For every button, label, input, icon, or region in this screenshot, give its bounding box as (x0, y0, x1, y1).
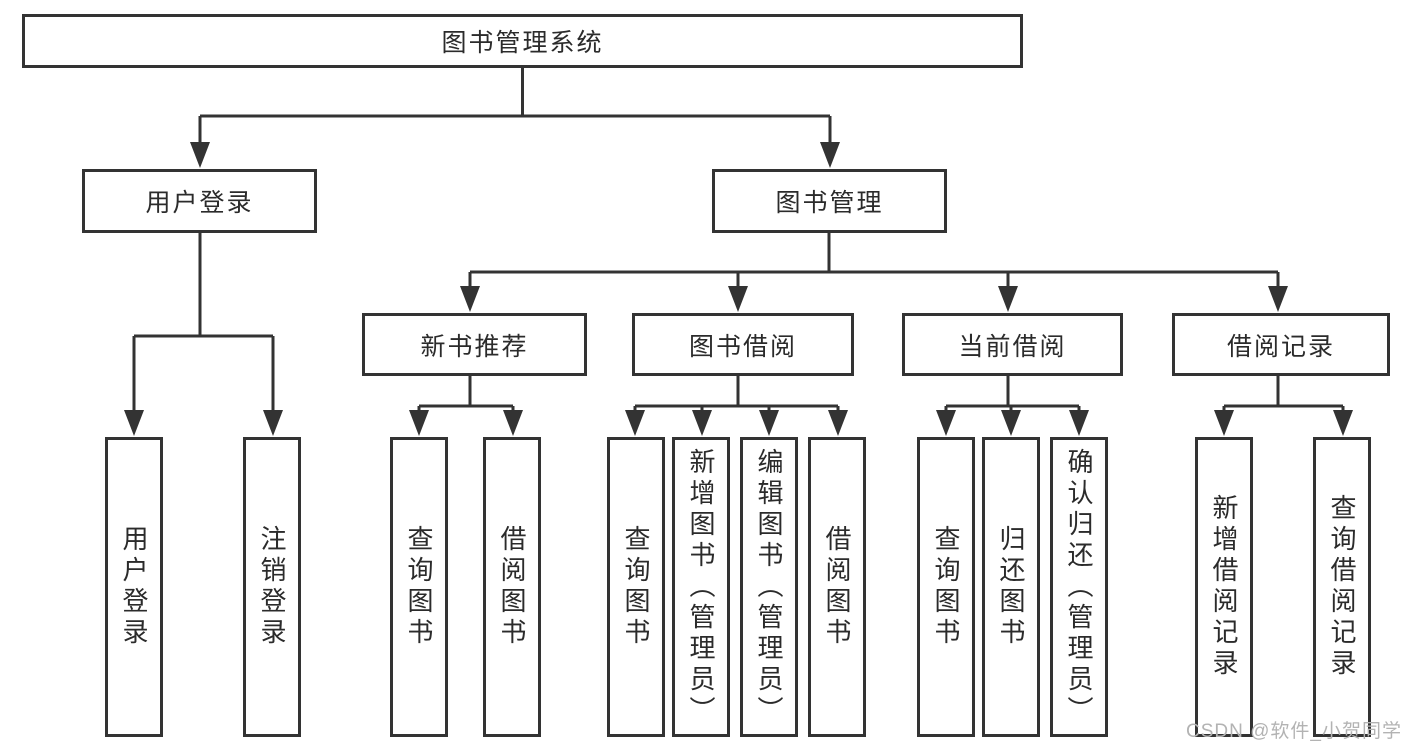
node-library-system: 图书管理系统 (22, 14, 1023, 68)
leaf-label: 查询图书 (404, 525, 434, 649)
node-book-management: 图书管理 (712, 169, 947, 233)
leaf-label: 查询图书 (621, 525, 651, 649)
leaf-label: 借阅图书 (822, 525, 852, 649)
leaf-logout-login: 注销登录 (243, 437, 301, 737)
leaf-query-book-current: 查询图书 (917, 437, 975, 737)
leaf-label: 新增借阅记录 (1209, 494, 1239, 680)
leaf-label: 查询图书 (931, 525, 961, 649)
leaf-query-book-recommend: 查询图书 (390, 437, 448, 737)
leaf-borrow-book-recommend: 借阅图书 (483, 437, 541, 737)
csdn-watermark: CSDN @软件_小贺同学 (1186, 721, 1402, 742)
leaf-edit-book-admin: 编辑图书（管理员） (740, 437, 798, 737)
node-user-login: 用户登录 (82, 169, 317, 233)
leaf-label: 注销登录 (257, 525, 287, 649)
leaf-add-book-admin: 新增图书（管理员） (672, 437, 730, 737)
arrowheads (124, 142, 1353, 436)
leaf-label: 查询借阅记录 (1327, 494, 1357, 680)
leaf-label: 用户登录 (119, 525, 149, 649)
node-new-book-recommend: 新书推荐 (362, 313, 587, 376)
leaf-label: 归还图书 (996, 525, 1026, 649)
node-borrow-records: 借阅记录 (1172, 313, 1390, 376)
leaf-confirm-return-admin: 确认归还（管理员） (1050, 437, 1108, 737)
leaf-return-book: 归还图书 (982, 437, 1040, 737)
leaf-user-login: 用户登录 (105, 437, 163, 737)
leaf-add-borrow-record: 新增借阅记录 (1195, 437, 1253, 737)
leaf-label: 借阅图书 (497, 525, 527, 649)
leaf-query-borrow-record: 查询借阅记录 (1313, 437, 1371, 737)
leaf-label: 确认归还（管理员） (1064, 447, 1094, 727)
leaf-label: 新增图书（管理员） (686, 447, 716, 727)
node-book-borrow: 图书借阅 (632, 313, 854, 376)
leaf-borrow-book: 借阅图书 (808, 437, 866, 737)
node-current-borrow: 当前借阅 (902, 313, 1123, 376)
leaf-query-book-borrow: 查询图书 (607, 437, 665, 737)
leaf-label: 编辑图书（管理员） (754, 447, 784, 727)
